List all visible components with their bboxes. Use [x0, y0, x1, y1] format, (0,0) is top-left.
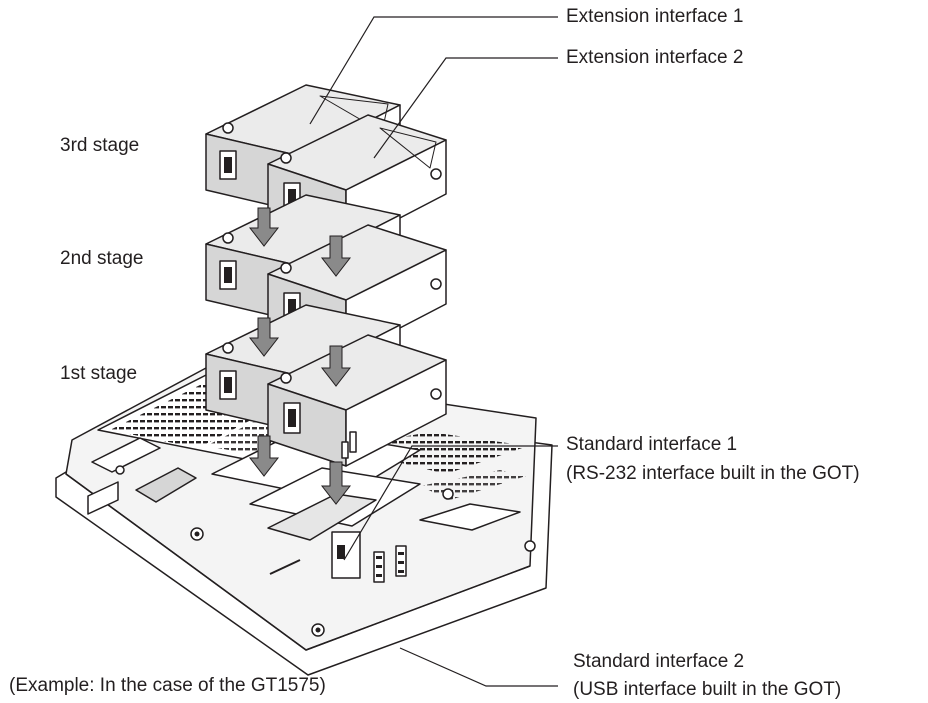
label-standard-interface-2: Standard interface 2: [573, 651, 745, 672]
label-example: (Example: In the case of the GT1575): [9, 675, 326, 696]
module-1-right: [267, 334, 447, 467]
module-stack: [205, 84, 447, 467]
arrow-down-icon: [248, 207, 280, 247]
leader-ext1: [309, 16, 558, 125]
arrow-down-icon: [248, 435, 280, 477]
label-3rd-stage: 3rd stage: [60, 135, 140, 156]
module-stage-3: [205, 84, 447, 247]
label-2nd-stage: 2nd stage: [60, 248, 144, 269]
label-standard-interface-1-desc: (RS-232 interface built in the GOT): [566, 463, 860, 484]
got-unit: [55, 367, 553, 676]
label-standard-interface-1: Standard interface 1: [566, 434, 738, 455]
arrow-down-icon: [248, 317, 280, 357]
label-1st-stage: 1st stage: [60, 363, 138, 384]
arrow-down-icon: [320, 461, 352, 505]
label-extension-interface-2: Extension interface 2: [566, 47, 744, 68]
arrow-down-icon: [320, 235, 352, 277]
mounting-arrows: [248, 207, 352, 505]
module-stage-1: [205, 304, 447, 467]
leader-std1: [343, 445, 558, 561]
leader-std2: [399, 647, 558, 687]
leader-lines: [309, 16, 558, 687]
label-extension-interface-1: Extension interface 1: [566, 6, 744, 27]
label-standard-interface-2-desc: (USB interface built in the GOT): [573, 679, 842, 700]
leader-ext2: [373, 57, 558, 159]
arrow-down-icon: [320, 345, 352, 387]
